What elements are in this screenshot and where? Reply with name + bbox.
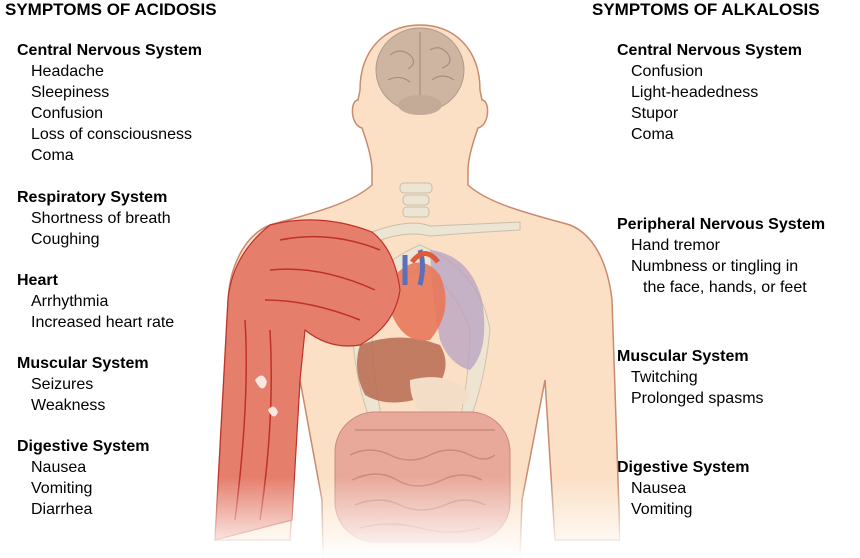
group-heading: Respiratory System (17, 189, 168, 206)
symptom-item: Seizures (31, 376, 94, 393)
alkalosis-pns-group: Peripheral Nervous System Hand tremor Nu… (617, 214, 825, 298)
symptom-item: Weakness (31, 397, 106, 414)
symptom-item: Stupor (631, 105, 679, 122)
group-heading: Heart (17, 272, 58, 289)
symptom-item: Shortness of breath (31, 210, 171, 227)
symptom-item: Vomiting (631, 501, 693, 518)
acidosis-respiratory-group: Respiratory System Shortness of breath C… (17, 187, 171, 250)
symptom-item-continued: the face, hands, or feet (643, 279, 807, 296)
symptom-item: Diarrhea (31, 501, 93, 518)
group-heading: Central Nervous System (617, 42, 802, 59)
symptom-item: Arrhythmia (31, 293, 109, 310)
symptom-item: Numbness or tingling in (631, 258, 799, 275)
symptom-item: Prolonged spasms (631, 390, 764, 407)
symptom-item: Twitching (631, 369, 698, 386)
human-body-illustration (200, 20, 620, 558)
group-heading: Muscular System (617, 348, 749, 365)
symptom-item: Nausea (631, 480, 687, 497)
symptom-item: Sleepiness (31, 84, 110, 101)
symptom-item: Loss of consciousness (31, 126, 192, 143)
acidosis-digestive-group: Digestive System Nausea Vomiting Diarrhe… (17, 436, 150, 520)
alkalosis-digestive-group: Digestive System Nausea Vomiting (617, 457, 750, 520)
group-heading: Muscular System (17, 355, 149, 372)
symptom-item: Nausea (31, 459, 87, 476)
group-heading: Digestive System (17, 438, 150, 455)
symptom-item: Coma (31, 147, 74, 164)
acidosis-cns-group: Central Nervous System Headache Sleepine… (17, 40, 202, 166)
group-heading: Central Nervous System (17, 42, 202, 59)
alkalosis-cns-group: Central Nervous System Confusion Light-h… (617, 40, 802, 145)
symptom-item: Headache (31, 63, 104, 80)
symptom-item: Hand tremor (631, 237, 720, 254)
alkalosis-title: SYMPTOMS OF ALKALOSIS (592, 0, 820, 19)
symptom-item: Confusion (31, 105, 104, 122)
acidosis-muscular-group: Muscular System Seizures Weakness (17, 353, 149, 416)
symptom-item: Coma (631, 126, 674, 143)
group-heading: Peripheral Nervous System (617, 216, 826, 233)
symptom-item: Coughing (31, 231, 100, 248)
symptom-item: Light-headedness (631, 84, 759, 101)
group-heading: Digestive System (617, 459, 750, 476)
acidosis-title: SYMPTOMS OF ACIDOSIS (5, 0, 217, 19)
symptom-item: Confusion (631, 63, 704, 80)
symptom-item: Increased heart rate (31, 314, 175, 331)
alkalosis-muscular-group: Muscular System Twitching Prolonged spas… (617, 346, 764, 409)
symptom-item: Vomiting (31, 480, 93, 497)
acidosis-heart-group: Heart Arrhythmia Increased heart rate (17, 270, 174, 333)
